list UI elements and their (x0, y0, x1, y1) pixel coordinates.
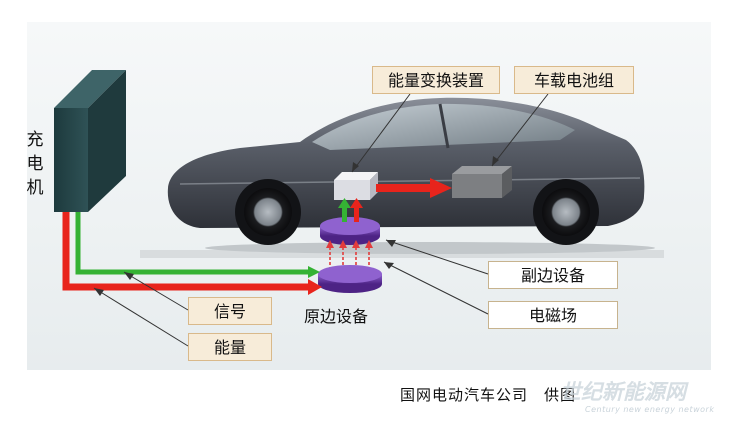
secondary-coil (320, 217, 380, 245)
battery-pack-box (452, 166, 512, 198)
watermark-subtext: Century new energy network (585, 405, 715, 414)
battery-pack-label: 车载电池组 (514, 66, 634, 94)
primary-device-label: 原边设备 (304, 307, 369, 326)
converter-to-battery-arrow (376, 178, 452, 198)
watermark-logo: 世纪新能源网 (560, 380, 686, 404)
secondary-device-label: 副边设备 (488, 261, 618, 289)
primary-coil (318, 265, 382, 293)
leader-arrowheads (94, 156, 499, 296)
charger-cables (62, 212, 322, 295)
ground-strip (140, 250, 664, 258)
electric-car (167, 97, 655, 254)
energy-converter-box (334, 172, 378, 200)
energy-label: 能量 (188, 333, 272, 361)
electromagnetic-field-arrows (329, 246, 370, 270)
coil-to-converter-arrows (338, 198, 363, 222)
field-arrowheads (326, 240, 373, 248)
electromagnetic-field-label: 电磁场 (488, 301, 618, 329)
leader-lines (93, 93, 549, 347)
signal-label: 信号 (188, 297, 272, 325)
image-credit: 国网电动汽车公司 供图 (400, 386, 577, 404)
charger-cabinet (54, 70, 126, 212)
energy-converter-label: 能量变换装置 (372, 66, 500, 94)
charger-label: 充电机 (26, 130, 44, 198)
